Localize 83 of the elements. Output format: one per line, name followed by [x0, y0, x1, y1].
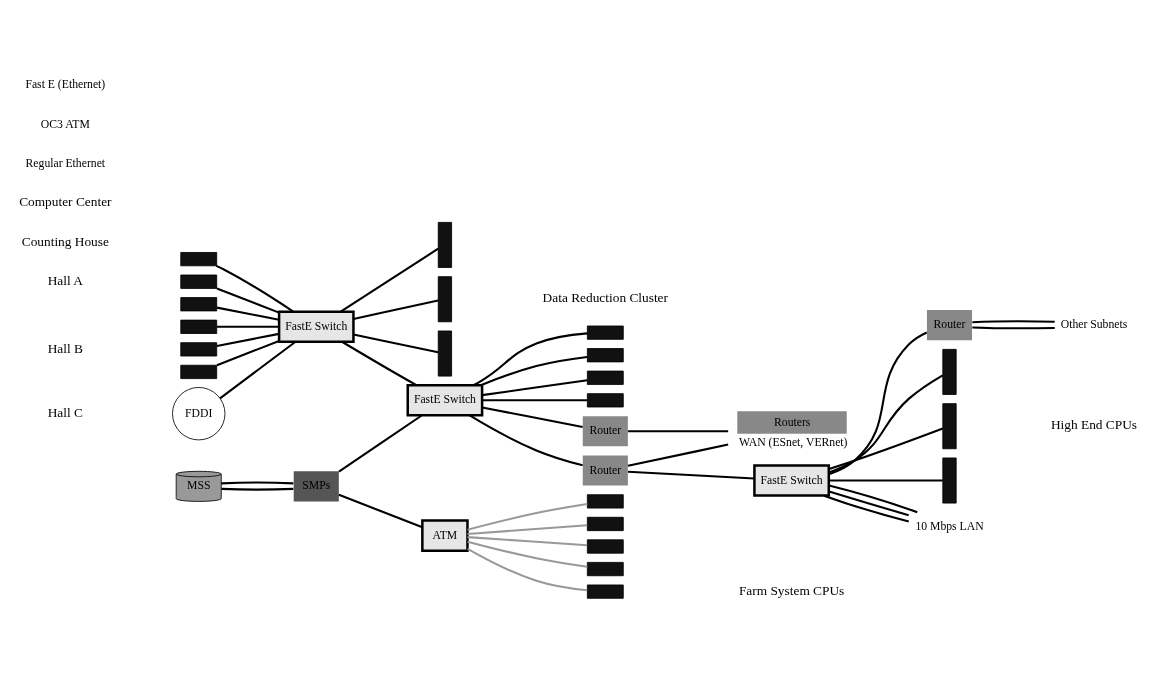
connector	[216, 306, 280, 321]
node-bar	[942, 348, 957, 395]
connector	[828, 484, 918, 514]
label: Hall B	[47, 340, 83, 356]
connector	[828, 331, 928, 476]
connector	[216, 325, 279, 328]
connector	[627, 443, 729, 467]
node-box	[180, 252, 218, 267]
legend-label: Regular Ethernet	[25, 157, 106, 170]
label: Hall A	[47, 272, 83, 288]
connector	[341, 341, 417, 386]
connector	[353, 299, 439, 320]
label: High End CPUs	[1050, 417, 1138, 433]
connector	[467, 524, 588, 536]
legend-label: Fast E (Ethernet)	[25, 78, 106, 92]
connector	[216, 332, 280, 347]
connector	[467, 502, 588, 531]
connector	[219, 341, 296, 400]
connector	[216, 340, 280, 367]
connector	[828, 490, 909, 517]
node-box: ATM	[421, 519, 469, 552]
label: Counting House	[21, 233, 109, 249]
node-box	[180, 364, 218, 380]
connector	[823, 494, 909, 523]
connector	[338, 493, 423, 529]
node-box	[586, 393, 624, 408]
node-box: FastE Switch	[753, 464, 831, 497]
node-box	[586, 516, 624, 532]
node-box: FastE Switch	[277, 310, 355, 344]
connector	[480, 355, 588, 387]
node-box	[586, 584, 624, 599]
node-box	[586, 325, 624, 340]
connector	[221, 481, 294, 485]
label: Farm System CPUs	[738, 582, 845, 598]
node-box	[586, 539, 624, 554]
connector	[628, 430, 729, 433]
connector	[482, 399, 588, 402]
label: Hall C	[47, 404, 83, 420]
node-box	[180, 274, 218, 289]
node-box: Router	[926, 310, 973, 341]
connector	[338, 414, 423, 473]
connector	[473, 332, 588, 387]
node-box: Router	[582, 455, 628, 486]
node-text: Other Subnets	[1060, 318, 1128, 332]
connector	[340, 247, 439, 313]
connector	[467, 536, 588, 547]
node-label: WAN (ESnet, VERnet)	[738, 436, 848, 450]
node-bar	[437, 221, 453, 268]
connector	[221, 487, 294, 491]
legend-label: OC3 ATM	[40, 117, 90, 131]
node-box	[180, 342, 218, 357]
node-box	[586, 561, 624, 577]
node-bar	[437, 276, 453, 323]
connector	[828, 374, 944, 474]
connector	[216, 287, 280, 314]
node-box: Routers	[737, 411, 847, 434]
node-bar	[942, 403, 957, 450]
node-box: FastE Switch	[406, 384, 484, 417]
label: Computer Center	[19, 194, 112, 210]
connector	[972, 326, 1055, 330]
connector	[469, 414, 583, 467]
node-box	[586, 370, 624, 385]
connector	[467, 548, 588, 592]
node-box: Router	[582, 416, 628, 447]
connector	[829, 479, 943, 482]
connector	[828, 427, 944, 470]
node-bar	[942, 457, 957, 504]
connector	[628, 470, 755, 480]
connector	[215, 264, 294, 313]
node-bar	[437, 330, 453, 377]
node-box	[180, 297, 218, 312]
connector	[353, 333, 439, 354]
node-box	[180, 319, 218, 334]
connector	[482, 379, 588, 397]
label: Data Reduction Cluster	[542, 290, 669, 306]
node-text: 10 Mbps LAN	[915, 520, 984, 534]
node-circle: FDDI	[172, 387, 226, 441]
node-box	[586, 348, 624, 363]
connector	[467, 540, 588, 568]
connector	[481, 406, 583, 428]
node-box	[586, 494, 624, 509]
connector	[972, 320, 1055, 324]
node-box: SMPs	[293, 471, 339, 502]
